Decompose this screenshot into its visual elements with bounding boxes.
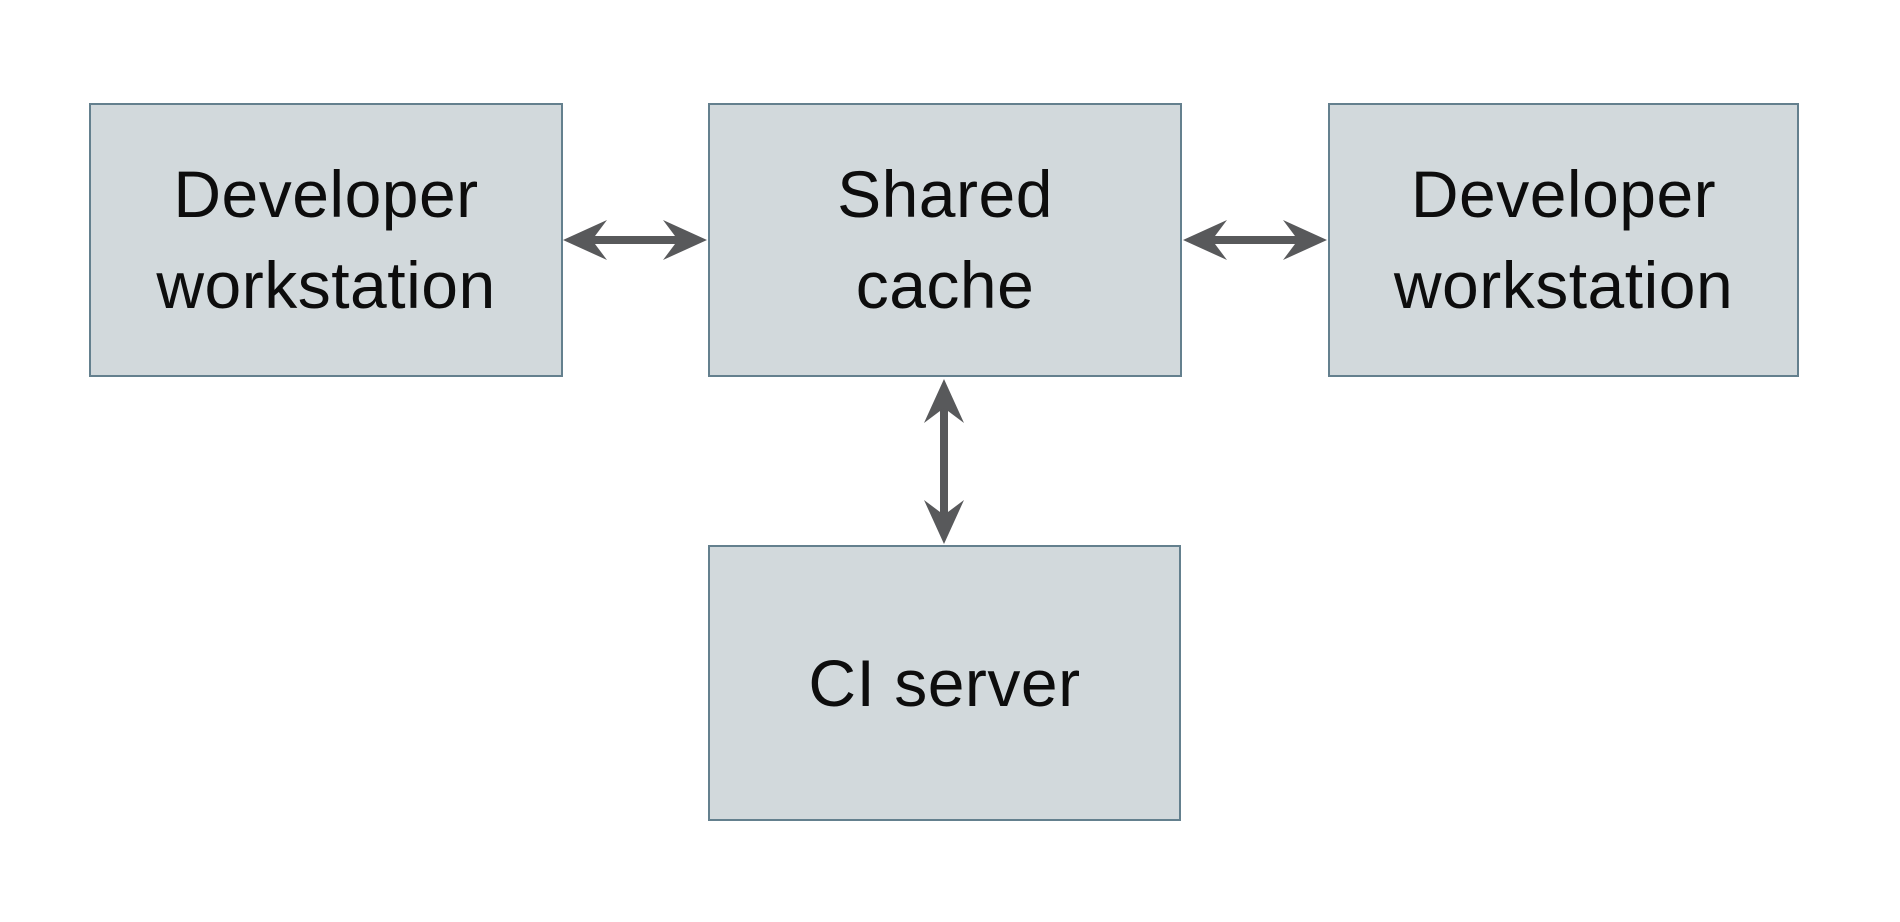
arrow-devleft-cache-bidirectional-icon <box>563 220 707 260</box>
node-developer-workstation-left: Developer workstation <box>89 103 563 377</box>
node-label-line: Shared <box>837 157 1053 231</box>
node-label-line: Developer <box>173 157 479 231</box>
arrow-cache-devright-bidirectional-icon <box>1183 220 1327 260</box>
node-label-line: Developer <box>1410 157 1717 231</box>
node-label-line: cache <box>855 248 1035 322</box>
node-label-line: CI server <box>808 645 1081 720</box>
node-label-line: workstation <box>156 248 496 322</box>
node-shared-cache: Shared cache <box>708 103 1182 377</box>
arrow-cache-ciserver-bidirectional-icon <box>924 379 964 544</box>
node-ci-server: CI server <box>708 545 1181 821</box>
node-label-line: workstation <box>1393 248 1734 322</box>
node-developer-workstation-right: Developer workstation <box>1328 103 1799 377</box>
